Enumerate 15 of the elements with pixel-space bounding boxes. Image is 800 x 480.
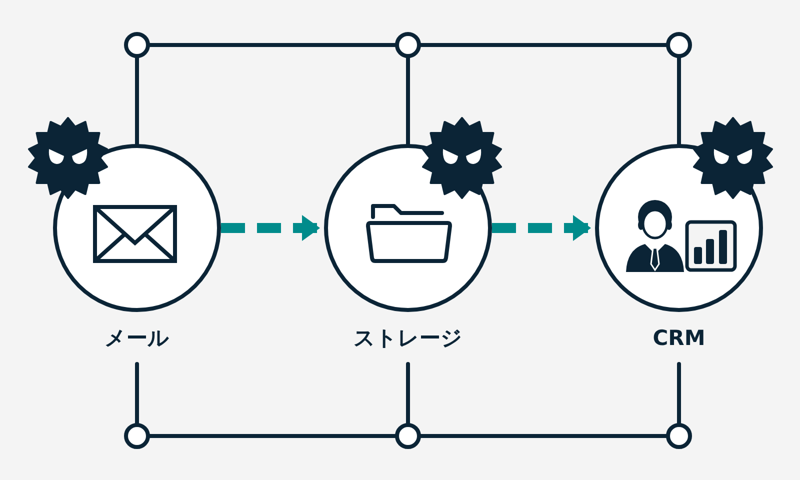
connector-line (135, 362, 139, 425)
connector-line (148, 434, 397, 438)
connector-line (135, 56, 139, 146)
node-label: CRM (652, 325, 706, 352)
connector-line (406, 56, 410, 146)
dashed-arrow (492, 215, 591, 241)
node-label: ストレージ (354, 325, 462, 352)
connector-line (677, 362, 681, 425)
connector-line (419, 434, 668, 438)
connector-line (406, 362, 410, 425)
node-label: メール (104, 325, 170, 352)
connector-line (148, 43, 397, 47)
dashed-arrow (221, 215, 320, 241)
connector-line (677, 56, 681, 146)
connector-line (419, 43, 668, 47)
